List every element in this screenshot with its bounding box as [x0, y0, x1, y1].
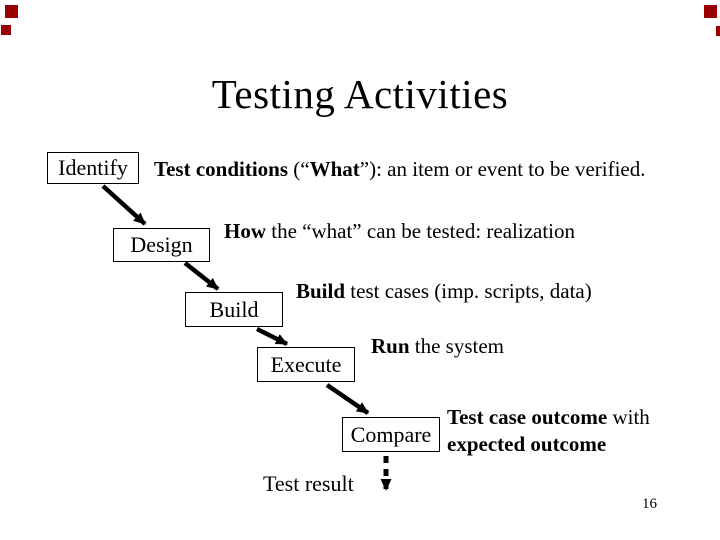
- description-segment: Test case outcome: [447, 405, 608, 429]
- description-segment: ”): an item or event to be verified.: [359, 157, 646, 181]
- description-segment: Run: [371, 334, 410, 358]
- step-label-execute: Execute: [270, 351, 342, 377]
- description-compare: Test case outcome with expected outcome: [447, 404, 707, 458]
- page-number: 16: [642, 496, 657, 512]
- step-box-execute: Execute: [257, 347, 355, 382]
- corner-marker-top-right-1: [704, 5, 717, 18]
- description-segment: How: [224, 219, 266, 243]
- step-box-compare: Compare: [342, 417, 440, 452]
- description-build: Build test cases (imp. scripts, data): [296, 278, 592, 304]
- step-label-design: Design: [130, 232, 193, 257]
- arrow-execute-to-compare: [325, 383, 370, 415]
- corner-marker-top-left-1: [5, 5, 18, 18]
- description-segment: Test conditions: [154, 157, 289, 181]
- step-box-build: Build: [185, 292, 283, 327]
- description-segment: expected outcome: [447, 432, 607, 456]
- test-result-label: Test result: [263, 471, 354, 496]
- corner-marker-top-left-2: [1, 25, 11, 35]
- description-segment: with: [607, 405, 650, 429]
- step-box-identify: Identify: [47, 152, 139, 184]
- arrow-identify-to-design: [101, 184, 147, 226]
- description-identify: Test conditions (“What”): an item or eve…: [154, 156, 646, 182]
- description-segment: test cases (imp. scripts, data): [345, 279, 592, 303]
- description-segment: (“: [288, 157, 310, 181]
- slide-title: Testing Activities: [211, 71, 509, 117]
- description-segment: the system: [409, 334, 505, 358]
- arrow-design-to-build: [183, 261, 220, 291]
- description-compare-line2: expected outcome: [447, 431, 707, 458]
- step-label-build: Build: [209, 296, 259, 322]
- step-label-compare: Compare: [350, 421, 432, 447]
- description-execute: Run the system: [371, 333, 504, 359]
- arrow-build-to-execute: [255, 326, 289, 347]
- description-segment: What: [309, 157, 360, 181]
- description-segment: Build: [296, 279, 346, 303]
- description-segment: the “what” can be tested: realization: [266, 219, 576, 243]
- step-label-identify: Identify: [58, 155, 128, 180]
- step-box-design: Design: [113, 228, 210, 262]
- description-compare-line1: Test case outcome with: [447, 404, 707, 431]
- corner-marker-top-right-2: [716, 26, 720, 36]
- description-design: How the “what” can be tested: realizatio…: [224, 218, 575, 244]
